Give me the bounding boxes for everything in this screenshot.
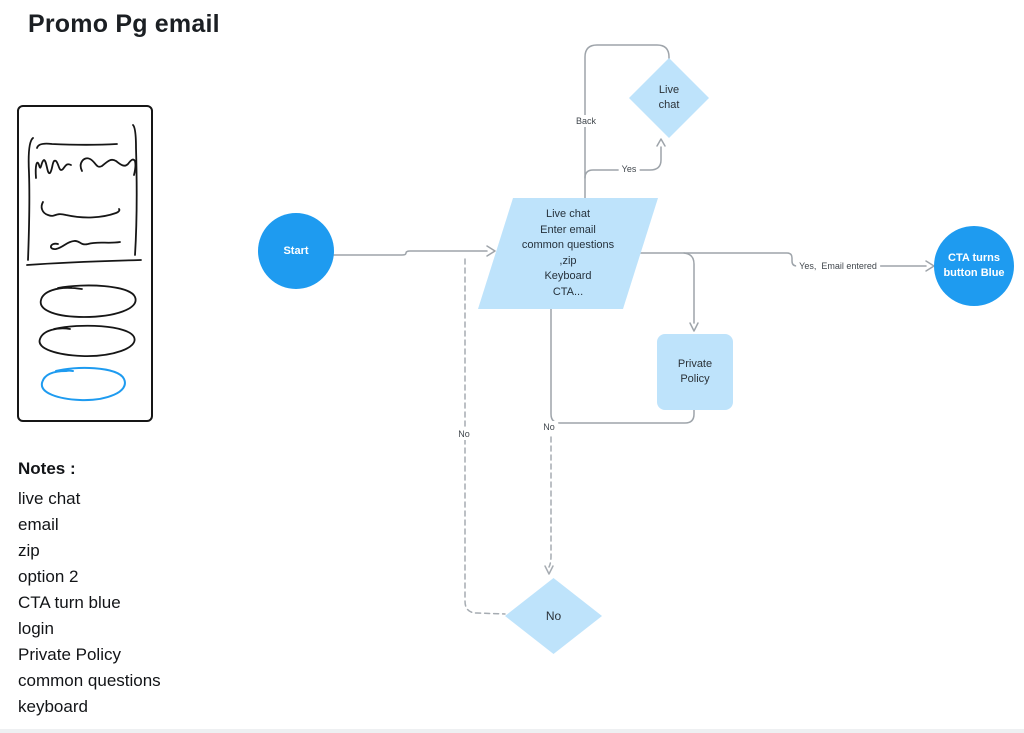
note-item: option 2 [18,567,79,586]
page-title[interactable]: Promo Pg email [28,10,220,38]
note-item: keyboard [18,697,88,716]
sketch-frame [17,105,153,422]
edge-to-private-policy[interactable] [683,252,699,332]
wireframe-sketch[interactable] [14,103,156,425]
notes-heading: Notes : [18,459,76,478]
note-item: CTA turn blue [18,593,121,612]
note-item: login [18,619,54,638]
edge-no-mid-dashed[interactable] [544,436,554,575]
sketch-blue-oval [40,366,126,402]
node-email-form-text: Live chat Enter email common questions ,… [522,207,614,300]
edge-yes-email[interactable] [640,252,935,272]
edge-start-to-form[interactable] [333,245,496,257]
note-item: live chat [18,489,81,508]
canvas-bottom-edge [0,729,1024,733]
form-line: Enter email [540,223,596,236]
form-line: Keyboard [544,270,592,282]
node-cta[interactable]: CTA turns button Blue [934,226,1014,306]
note-item: email [18,515,59,534]
node-private-policy-label: Private Policy [677,358,713,385]
node-start[interactable]: Start [258,213,334,289]
node-start-label: Start [283,245,309,257]
notes-block[interactable]: Notes : live chat email zip option 2 CTA… [18,456,161,720]
edge-label-yes[interactable]: Yes [618,163,640,175]
node-cta-label: CTA turns button Blue [943,252,1005,279]
node-no-decision[interactable]: No [505,578,602,654]
edge-label-no-mid[interactable]: No [540,421,558,433]
node-no-decision-label: No [545,609,562,623]
edge-label-no-left[interactable]: No [455,428,473,440]
note-item: Private Policy [18,645,121,664]
note-item: zip [18,541,40,560]
node-live-chat-label: Live chat [658,84,680,111]
form-line: CTA... [552,285,584,298]
form-line: common questions [521,239,615,251]
sketch-scribble-block [26,124,142,357]
note-item: common questions [18,671,161,690]
node-live-chat[interactable]: Live chat [629,58,709,138]
form-line: Live chat [545,208,590,220]
edge-label-back[interactable]: Back [572,115,600,127]
form-line: ,zip [559,254,577,267]
edge-label-yes-email[interactable]: Yes, Email entered [796,260,880,272]
node-private-policy[interactable]: Private Policy [657,334,733,410]
node-email-form[interactable]: Live chat Enter email common questions ,… [478,198,658,309]
